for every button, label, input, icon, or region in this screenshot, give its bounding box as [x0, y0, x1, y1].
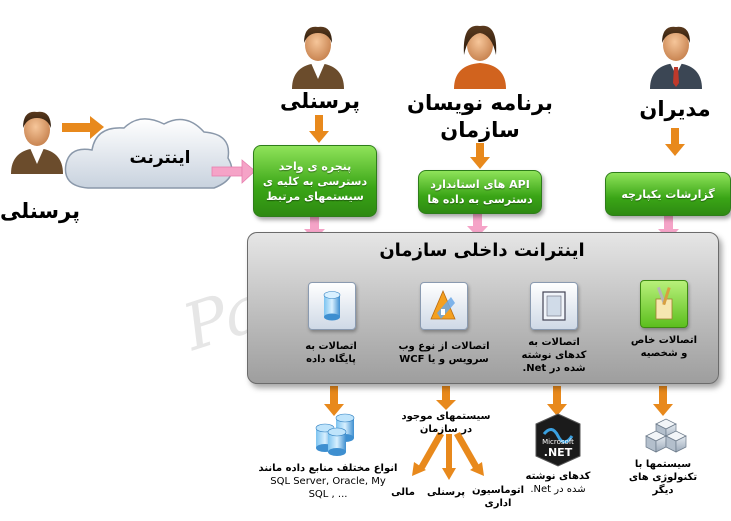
other-tech-label: سیستمها با تکنولوژی های دیگر [620, 458, 706, 497]
person-icon [454, 25, 506, 89]
cubes-icon [645, 418, 687, 453]
dotnet-tile [530, 282, 578, 330]
api-box: API های استاندارد دسترسی به داده ها [418, 170, 542, 214]
internet-label: اینترنت [129, 148, 191, 168]
tools-icon [655, 286, 673, 320]
dotnet-badge-line: Microsoft [542, 438, 574, 446]
arrow-split [412, 432, 484, 480]
arrow-down [309, 115, 329, 143]
portal-box: پنجره ی واحد دسترسی به کلیه ی سیستمهای م… [253, 145, 377, 217]
other-tech-line: سیستمها با [634, 459, 692, 470]
arrow-down [436, 386, 456, 410]
financial-label: مالی [391, 487, 415, 498]
arrow-pink-down [467, 214, 488, 237]
database-caption-line: پایگاه داده [306, 354, 356, 365]
programmers-line2: سازمان [440, 118, 520, 142]
automation-line: اداری [484, 498, 512, 509]
automation-label: اتوماسیون اداری [470, 484, 526, 510]
dotnet-code-line: شده در Net. [530, 484, 586, 495]
automation-line: اتوماسیون [471, 485, 525, 496]
dotnet-badge-line: .NET [543, 446, 573, 459]
database-caption: اتصالات به پایگاه داده [288, 340, 374, 366]
person-icon [292, 26, 344, 89]
api-line: API های استاندارد [430, 178, 530, 191]
dotnet-caption-line: شده در Net. [522, 363, 586, 374]
existing-systems-line: سیستمهای موجود [401, 411, 491, 422]
arrow-down [547, 386, 567, 416]
arrow-down [665, 128, 685, 156]
dotnet-code-line: کدهای نوشته [525, 471, 591, 482]
arrow-down [653, 386, 673, 416]
dotnet-logo-icon [535, 413, 581, 467]
wcf-icon [430, 289, 456, 320]
db-sources-line: SQL Server, Oracle, My [270, 476, 386, 487]
custom-tile [640, 280, 688, 328]
programmers-line1: برنامه نویسان [407, 91, 553, 115]
wcf-caption: اتصالات از نوع وب سرویس و یا WCF [398, 340, 490, 366]
database-icon [323, 291, 341, 321]
existing-systems-label: سیستمهای موجود در سازمان [400, 410, 492, 436]
managers-label: مدیران [639, 97, 711, 121]
dotnet-caption: اتصالات به کدهای نوشته شده در Net. [512, 336, 596, 375]
dotnet-caption-line: اتصالات به [528, 337, 580, 348]
other-tech-line: دیگر [652, 485, 674, 496]
api-line: دسترسی به داده ها [427, 193, 533, 206]
wcf-caption-line: سرویس و یا WCF [399, 354, 489, 365]
portal-line: سیستمهای مرتبط [266, 189, 364, 203]
custom-caption-line: اتصالات خاص [630, 335, 698, 346]
personnel-left-label: پرسنلی [0, 199, 80, 223]
person-icon [650, 26, 702, 89]
portal-line: پنجره ی واحد [278, 159, 352, 173]
reports-box: گزارشات یکپارچه [605, 172, 731, 216]
custom-caption: اتصالات خاص و شخصیه [622, 334, 706, 360]
person-icon [11, 111, 63, 174]
dotnet-icon [542, 291, 566, 321]
database-caption-line: اتصالات به [305, 341, 357, 352]
dotnet-badge: Microsoft .NET [534, 438, 582, 459]
database-tile [308, 282, 356, 330]
arrow-person-to-cloud [62, 116, 104, 139]
arrow-cloud-to-portal [211, 159, 256, 184]
wcf-caption-line: اتصالات از نوع وب [398, 341, 490, 352]
cloud-icon [64, 118, 233, 189]
dotnet-caption-line: کدهای نوشته [521, 350, 587, 361]
personnel-top-label: پرسنلی [280, 89, 360, 113]
portal-line: دسترسی به کلیه ی [262, 174, 368, 188]
database-icon [315, 413, 355, 456]
programmers-label: برنامه نویسان سازمان [400, 90, 560, 144]
custom-caption-line: و شخصیه [640, 348, 688, 359]
db-sources-label: انواع مختلف منابع داده مانند SQL Server,… [248, 462, 408, 501]
db-sources-line: انواع مختلف منابع داده مانند [258, 463, 398, 474]
existing-systems-line: در سازمان [419, 424, 473, 435]
arrow-down [470, 143, 490, 169]
intranet-title: اینترانت داخلی سازمان [379, 240, 585, 261]
dotnet-code-label: کدهای نوشته شده در Net. [516, 470, 600, 496]
wcf-tile [420, 282, 468, 330]
db-sources-line: SQL , ... [308, 489, 348, 500]
arrow-down [324, 386, 344, 416]
other-tech-line: تکنولوژی های [628, 472, 698, 483]
personnel-sub-label: پرسنلی [426, 487, 466, 498]
